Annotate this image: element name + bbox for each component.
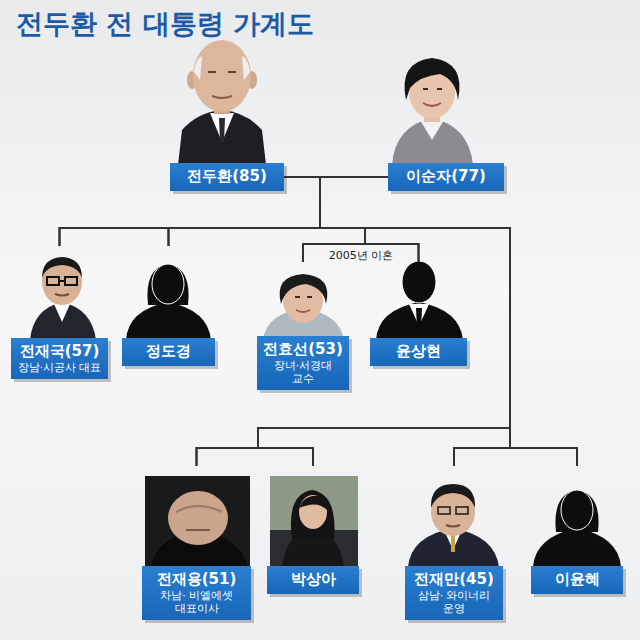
- family-line: [284, 177, 510, 466]
- person-name: 이윤혜: [536, 570, 618, 589]
- name-plate: 전재국(57)장남·시공사 대표: [11, 338, 108, 379]
- photo-slot: [257, 262, 349, 336]
- portrait-father: [178, 40, 266, 165]
- family-line: [197, 177, 511, 466]
- person-role: 삼남· 와이너리 운영: [410, 589, 498, 615]
- person-box: 이윤혜: [531, 466, 623, 594]
- name-plate: 이순자(77): [388, 163, 504, 191]
- photo-slot: [11, 246, 108, 338]
- person-box: 전재만(45)삼남· 와이너리 운영: [405, 466, 503, 620]
- photo-slot: [531, 466, 623, 566]
- family-line: [320, 177, 577, 466]
- photo-slot: [267, 466, 359, 566]
- person-name: 전효선(53): [262, 340, 344, 359]
- photo-second-son-wife: [270, 476, 358, 567]
- silhouette-woman: [126, 264, 211, 340]
- name-plate: 정도경: [122, 338, 215, 366]
- name-plate: 전재만(45)삼남· 와이너리 운영: [405, 566, 503, 620]
- diagram-title: 전두환 전 대통령 가계도: [16, 6, 314, 42]
- person-box: 이순자(77): [388, 35, 504, 191]
- person-name: 전재국(57): [16, 342, 103, 361]
- person-name: 전두환(85): [175, 167, 279, 186]
- note-label: 2005년 이혼: [329, 248, 394, 263]
- photo-slot: [122, 246, 215, 338]
- person-box: 전효선(53)장녀·서경대 교수: [257, 262, 349, 390]
- name-plate: 이윤혜: [531, 566, 623, 594]
- family-line: [320, 177, 510, 466]
- person-name: 이순자(77): [393, 167, 499, 186]
- family-line: [258, 177, 510, 466]
- name-plate: 윤상현: [370, 338, 467, 366]
- portrait-eldest-son: [30, 257, 96, 340]
- person-box: 전두환(85): [170, 35, 284, 191]
- person-name: 전재만(45): [410, 570, 498, 589]
- name-plate: 전재용(51)차남· 비엘에셋 대표이사: [142, 566, 251, 620]
- photo-second-son: [145, 476, 250, 567]
- person-box: 정도경: [122, 246, 215, 366]
- family-line: [258, 177, 510, 466]
- person-name: 전재용(51): [147, 570, 246, 589]
- person-name: 정도경: [127, 342, 210, 361]
- person-box: 박상아: [267, 466, 359, 594]
- name-plate: 전효선(53)장녀·서경대 교수: [257, 336, 349, 390]
- portrait-daughter: [263, 274, 344, 340]
- person-box: 전재용(51)차남· 비엘에셋 대표이사: [142, 466, 251, 620]
- person-role: 장녀·서경대 교수: [262, 359, 344, 385]
- portrait-third-son: [408, 484, 499, 567]
- person-box: 윤상현: [370, 262, 467, 366]
- name-plate: 박상아: [267, 566, 359, 594]
- photo-slot: [142, 466, 251, 566]
- silhouette-man: [376, 261, 463, 340]
- photo-slot: [388, 35, 504, 163]
- family-line: [197, 177, 511, 466]
- photo-slot: [405, 466, 503, 566]
- portrait-mother: [392, 58, 473, 165]
- photo-slot: [170, 35, 284, 163]
- person-name: 박상아: [272, 570, 354, 589]
- person-role: 장남·시공사 대표: [16, 361, 103, 374]
- person-role: 차남· 비엘에셋 대표이사: [147, 589, 246, 615]
- photo-slot: [370, 262, 467, 338]
- person-box: 전재국(57)장남·시공사 대표: [11, 246, 108, 379]
- family-line: [284, 177, 577, 466]
- person-name: 윤상현: [375, 342, 462, 361]
- silhouette-woman: [533, 490, 621, 567]
- name-plate: 전두환(85): [170, 163, 284, 191]
